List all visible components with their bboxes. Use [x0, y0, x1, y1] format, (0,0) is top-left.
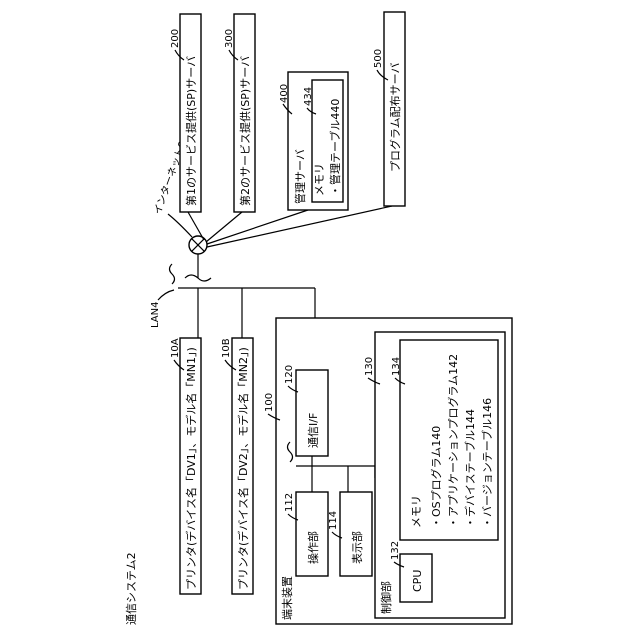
internet-node [189, 236, 207, 254]
server-200: 第1のサービス提供(SP)サーバ [180, 14, 201, 212]
server-500-ref: 500 [373, 49, 384, 68]
cpu-ref: 132 [390, 541, 401, 560]
management-server-label: 管理サーバ [293, 149, 307, 204]
display-unit-114: 表示部 [340, 492, 372, 576]
management-server-400: 管理サーバ メモリ ・管理テーブル440 [288, 72, 348, 210]
printer-10a: プリンタ(デバイス名「DV1」、モデル名「MN1」) [180, 338, 201, 594]
server-300: 第2のサービス提供(SP)サーバ [234, 14, 255, 212]
server-300-ref: 300 [224, 29, 235, 48]
comm-if-ref: 120 [284, 365, 295, 384]
operation-unit-112: 操作部 [296, 492, 328, 576]
operation-unit-ref: 112 [284, 493, 295, 512]
display-unit-label: 表示部 [350, 531, 364, 564]
control-memory-item-1: ・アプリケーションプログラム142 [446, 354, 460, 528]
server-200-ref: 200 [170, 29, 181, 48]
operation-unit-label: 操作部 [306, 531, 320, 564]
terminal-ref: 100 [264, 393, 275, 412]
cpu-label: CPU [411, 570, 424, 592]
comm-if-label: 通信I/F [307, 413, 320, 448]
management-memory-title: メモリ [313, 163, 326, 196]
internet-leader-line [168, 214, 192, 237]
link-internet-server-400 [207, 210, 308, 244]
lan-label: LAN4 [150, 302, 161, 328]
server-500-label: プログラム配布サーバ [388, 62, 402, 172]
printer-10a-ref: 10A [170, 338, 181, 358]
server-300-label: 第2のサービス提供(SP)サーバ [238, 56, 252, 206]
control-memory-item-2: ・デバイステーブル144 [463, 409, 477, 528]
control-memory-ref: 134 [391, 357, 402, 376]
server-500: プログラム配布サーバ [384, 12, 405, 206]
link-internet-server-300 [206, 212, 242, 242]
control-memory-item-3: ・バージョンテーブル146 [480, 398, 494, 528]
control-memory-134: メモリ ・OSプログラム140 ・アプリケーションプログラム142 ・デバイステ… [400, 340, 498, 540]
terminal-label: 端末装置 [280, 576, 294, 620]
comm-if-120: 通信I/F [296, 370, 328, 456]
management-server-ref: 400 [279, 84, 290, 103]
control-memory-title: メモリ [410, 495, 423, 528]
printer-10a-label: プリンタ(デバイス名「DV1」、モデル名「MN1」) [184, 347, 198, 590]
control-unit-label: 制御部 [379, 581, 393, 614]
printer-10b-ref: 10B [221, 338, 232, 358]
printer-10b: プリンタ(デバイス名「DV2」、モデル名「MN2」) [232, 338, 253, 594]
management-memory-item: ・管理テーブル440 [328, 99, 342, 196]
display-unit-ref: 114 [328, 511, 339, 530]
control-unit-ref: 130 [364, 357, 375, 376]
cpu-132: CPU [400, 554, 432, 602]
system-label: 通信システム2 [125, 552, 138, 625]
printer-10b-label: プリンタ(デバイス名「DV2」、モデル名「MN2」) [236, 347, 250, 590]
control-memory-item-0: ・OSプログラム140 [429, 426, 443, 528]
server-200-label: 第1のサービス提供(SP)サーバ [184, 56, 198, 206]
management-memory-ref: 434 [303, 87, 314, 106]
